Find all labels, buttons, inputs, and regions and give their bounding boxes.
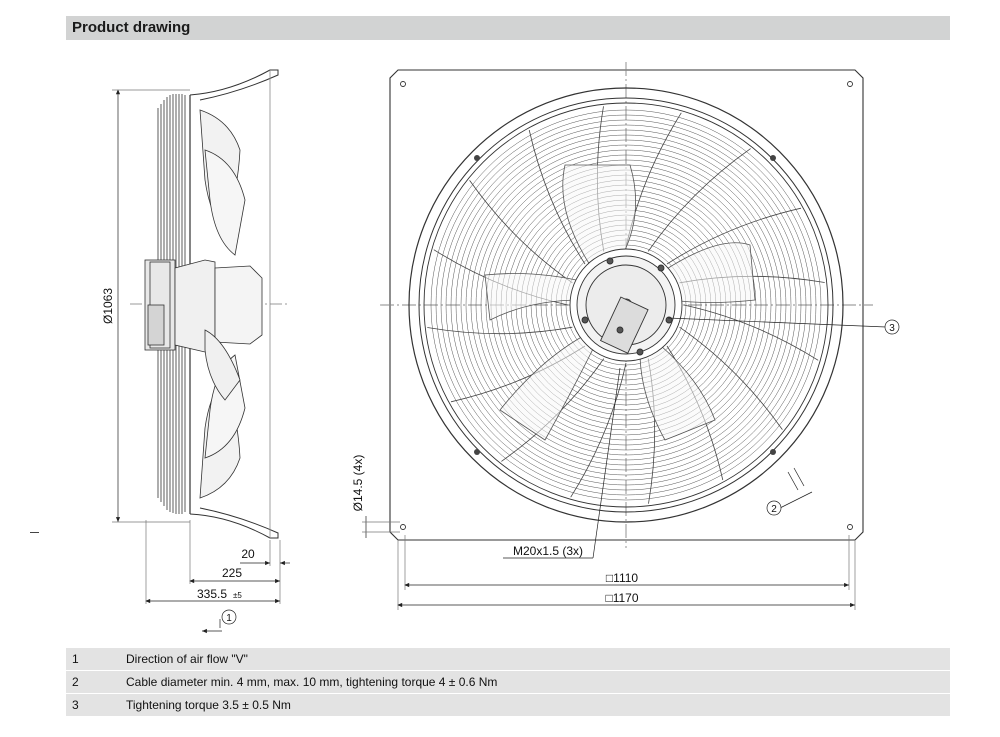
thread-label: M20x1.5 (3x)	[513, 544, 583, 558]
front-motor-hub	[569, 248, 683, 362]
guard-ring	[470, 149, 782, 461]
side-dimensions	[112, 89, 290, 634]
legend-number: 2	[72, 675, 79, 689]
dim-335-tolerance: ±5	[233, 591, 242, 600]
hole-dimension-label: Ø14.5 (4x)	[351, 455, 365, 512]
legend-text: Direction of air flow "V"	[126, 652, 248, 666]
width-1110-label: □1110	[606, 571, 638, 585]
guard-ring	[455, 134, 797, 476]
front-blades	[484, 164, 756, 441]
guard-spoke	[683, 304, 819, 361]
legend-text: Tightening torque 3.5 ± 0.5 Nm	[126, 698, 291, 712]
legend-number: 3	[72, 698, 79, 712]
guard-spoke	[679, 326, 783, 430]
guard-ring	[440, 119, 812, 491]
section-title: Product drawing	[72, 19, 191, 36]
callout-1-label: 1	[226, 613, 232, 624]
margin-mark	[30, 532, 39, 533]
guard-spoke	[666, 207, 802, 265]
width-1170-label: □1170	[605, 591, 638, 605]
guard-ring	[445, 124, 807, 486]
callout-3-label: 3	[889, 323, 895, 334]
legend-text: Cable diameter min. 4 mm, max. 10 mm, ti…	[126, 675, 498, 689]
guard-spoke	[570, 362, 627, 498]
dim-225-label: 225	[222, 566, 242, 580]
guard-ring	[480, 159, 772, 451]
guard-ring	[475, 154, 777, 456]
section-header: Product drawing	[66, 16, 950, 40]
guard-ring	[450, 129, 802, 481]
callout-2-label: 2	[771, 504, 777, 515]
guard-screws	[474, 155, 776, 455]
guard-ring	[430, 109, 822, 501]
dim-20-label: 20	[241, 547, 255, 561]
guard-ring	[435, 114, 817, 496]
guard-ring	[465, 144, 787, 466]
guard-spoke	[427, 326, 573, 335]
legend-row: 2 Cable diameter min. 4 mm, max. 10 mm, …	[66, 671, 950, 693]
side-view	[130, 69, 290, 539]
front-dimensions	[362, 317, 900, 610]
legend-number: 1	[72, 652, 79, 666]
legend-row: 3 Tightening torque 3.5 ± 0.5 Nm	[66, 694, 950, 716]
diameter-label: Ø1063	[101, 288, 115, 324]
legend-row: 1 Direction of air flow "V"	[66, 648, 950, 670]
dim-335-label: 335.5	[197, 587, 227, 601]
guard-spoke	[647, 148, 751, 252]
guard-ring	[460, 139, 792, 471]
guard-spoke	[469, 180, 573, 284]
guard-spoke	[528, 129, 586, 265]
legend-table: 1 Direction of air flow "V" 2 Cable diam…	[66, 648, 950, 717]
